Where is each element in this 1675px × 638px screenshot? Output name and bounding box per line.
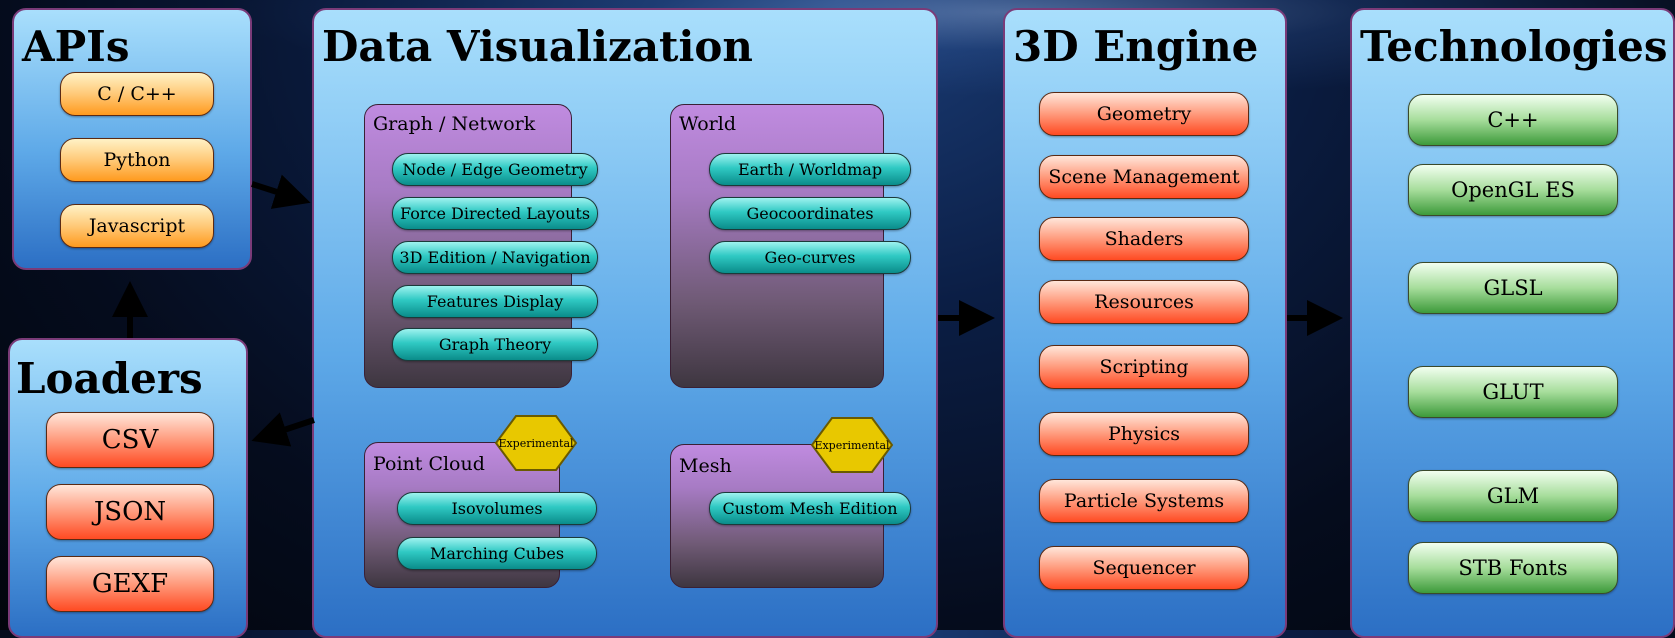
arrow-dataviz-to-loaders bbox=[251, 412, 315, 447]
graph-network-title: Graph / Network bbox=[373, 113, 536, 135]
data-visualization-title: Data Visualization bbox=[322, 22, 753, 71]
mesh-item-custom-mesh-edition[interactable]: Custom Mesh Edition bbox=[709, 492, 911, 525]
hexagon-badge-icon bbox=[810, 417, 894, 473]
hexagon-badge-icon bbox=[494, 415, 578, 471]
loaders-title: Loaders bbox=[16, 354, 203, 403]
mesh-title: Mesh bbox=[679, 455, 732, 477]
apis-panel: APIs C / C++ Python Javascript bbox=[12, 8, 252, 270]
api-c-cpp[interactable]: C / C++ bbox=[60, 72, 214, 116]
3d-engine-panel: 3D Engine Geometry Scene Management Shad… bbox=[1003, 8, 1287, 638]
graph-item-force-layouts[interactable]: Force Directed Layouts bbox=[392, 197, 598, 230]
engine-item-shaders[interactable]: Shaders bbox=[1039, 217, 1249, 261]
3d-engine-title: 3D Engine bbox=[1013, 22, 1259, 71]
experimental-badge-mesh: Experimental bbox=[810, 416, 894, 474]
world-item-earth-worldmap[interactable]: Earth / Worldmap bbox=[709, 153, 911, 186]
arrow-apis-to-dataviz bbox=[251, 174, 311, 209]
tech-item-cpp[interactable]: C++ bbox=[1408, 94, 1618, 146]
apis-title: APIs bbox=[22, 22, 130, 71]
engine-item-scripting[interactable]: Scripting bbox=[1039, 345, 1249, 389]
tech-item-glm[interactable]: GLM bbox=[1408, 470, 1618, 522]
tech-item-glsl[interactable]: GLSL bbox=[1408, 262, 1618, 314]
technologies-panel: Technologies C++ OpenGL ES GLSL GLUT GLM… bbox=[1350, 8, 1675, 638]
tech-item-stb-fonts[interactable]: STB Fonts bbox=[1408, 542, 1618, 594]
point-cloud-item-isovolumes[interactable]: Isovolumes bbox=[397, 492, 597, 525]
point-cloud-item-marching-cubes[interactable]: Marching Cubes bbox=[397, 537, 597, 570]
loader-gexf[interactable]: GEXF bbox=[46, 556, 214, 612]
point-cloud-title: Point Cloud bbox=[373, 453, 485, 475]
graph-item-graph-theory[interactable]: Graph Theory bbox=[392, 328, 598, 361]
graph-item-node-edge[interactable]: Node / Edge Geometry bbox=[392, 153, 598, 186]
engine-item-geometry[interactable]: Geometry bbox=[1039, 92, 1249, 136]
graph-item-features-display[interactable]: Features Display bbox=[392, 285, 598, 318]
world-item-geo-curves[interactable]: Geo-curves bbox=[709, 241, 911, 274]
tech-item-glut[interactable]: GLUT bbox=[1408, 366, 1618, 418]
api-javascript[interactable]: Javascript bbox=[60, 204, 214, 248]
engine-item-sequencer[interactable]: Sequencer bbox=[1039, 546, 1249, 590]
experimental-label: Experimental bbox=[814, 438, 890, 452]
experimental-label: Experimental bbox=[498, 436, 574, 450]
graph-item-3d-edition[interactable]: 3D Edition / Navigation bbox=[392, 241, 598, 274]
engine-item-physics[interactable]: Physics bbox=[1039, 412, 1249, 456]
tech-item-opengl-es[interactable]: OpenGL ES bbox=[1408, 164, 1618, 216]
loaders-panel: Loaders CSV JSON GEXF bbox=[8, 338, 248, 638]
engine-item-particle-systems[interactable]: Particle Systems bbox=[1039, 479, 1249, 523]
engine-item-resources[interactable]: Resources bbox=[1039, 280, 1249, 324]
data-visualization-panel: Data Visualization Graph / Network Node … bbox=[312, 8, 938, 638]
loader-csv[interactable]: CSV bbox=[46, 412, 214, 468]
api-python[interactable]: Python bbox=[60, 138, 214, 182]
loader-json[interactable]: JSON bbox=[46, 484, 214, 540]
world-item-geocoordinates[interactable]: Geocoordinates bbox=[709, 197, 911, 230]
engine-item-scene-management[interactable]: Scene Management bbox=[1039, 155, 1249, 199]
experimental-badge-point-cloud: Experimental bbox=[494, 414, 578, 472]
technologies-title: Technologies bbox=[1360, 22, 1668, 71]
world-title: World bbox=[679, 113, 736, 135]
